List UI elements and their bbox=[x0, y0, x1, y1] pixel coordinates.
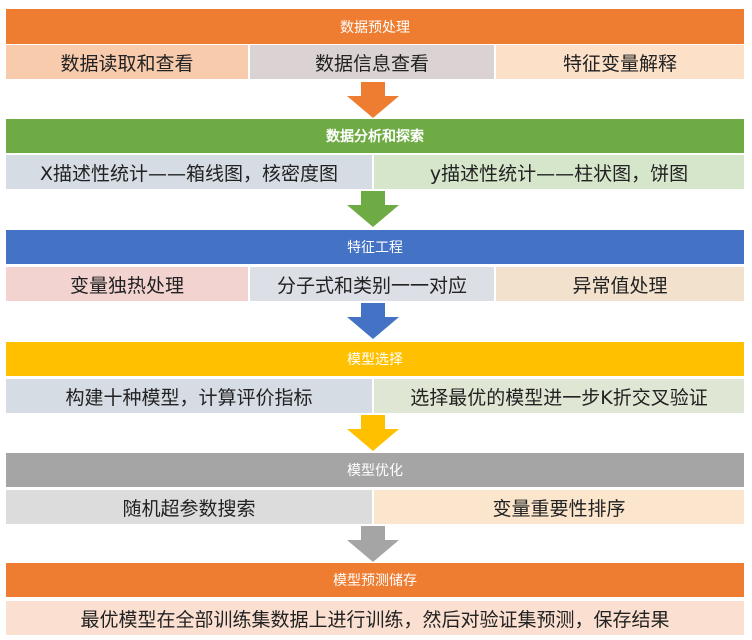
down-arrow-icon bbox=[347, 82, 399, 118]
stage-header-model-selection: 模型选择 bbox=[6, 342, 744, 376]
step-box: 选择最优的模型进一步K折交叉验证 bbox=[374, 379, 744, 413]
stage-header-analysis: 数据分析和探索 bbox=[6, 119, 744, 153]
step-box: 特征变量解释 bbox=[496, 45, 744, 79]
stage-row-prediction-storage: 最优模型在全部训练集数据上进行训练，然后对验证集预测，保存结果 bbox=[6, 601, 744, 635]
step-box: X描述性统计——箱线图，核密度图 bbox=[6, 155, 374, 189]
stage-header-preprocessing: 数据预处理 bbox=[6, 9, 744, 44]
step-box: 异常值处理 bbox=[496, 267, 744, 301]
stage-header-feature-engineering: 特征工程 bbox=[6, 230, 744, 264]
step-box: 构建十种模型，计算评价指标 bbox=[6, 379, 374, 413]
stage-row-model-optimization: 随机超参数搜索 变量重要性排序 bbox=[6, 490, 744, 524]
step-box: y描述性统计——柱状图，饼图 bbox=[374, 155, 744, 189]
down-arrow-icon bbox=[347, 526, 399, 562]
step-box: 分子式和类别一一对应 bbox=[250, 267, 496, 301]
stage-row-preprocessing: 数据读取和查看 数据信息查看 特征变量解释 bbox=[6, 45, 744, 79]
step-box: 最优模型在全部训练集数据上进行训练，然后对验证集预测，保存结果 bbox=[6, 601, 744, 635]
down-arrow-icon bbox=[347, 191, 399, 227]
stage-row-model-selection: 构建十种模型，计算评价指标 选择最优的模型进一步K折交叉验证 bbox=[6, 379, 744, 413]
stage-header-prediction-storage: 模型预测储存 bbox=[6, 563, 744, 597]
down-arrow-icon bbox=[347, 415, 399, 451]
step-box: 数据信息查看 bbox=[250, 45, 496, 79]
stage-row-feature-engineering: 变量独热处理 分子式和类别一一对应 异常值处理 bbox=[6, 267, 744, 301]
stage-header-model-optimization: 模型优化 bbox=[6, 453, 744, 487]
step-box: 变量独热处理 bbox=[6, 267, 250, 301]
down-arrow-icon bbox=[347, 303, 399, 339]
step-box: 随机超参数搜索 bbox=[6, 490, 374, 524]
stage-row-analysis: X描述性统计——箱线图，核密度图 y描述性统计——柱状图，饼图 bbox=[6, 155, 744, 189]
step-box: 变量重要性排序 bbox=[374, 490, 744, 524]
step-box: 数据读取和查看 bbox=[6, 45, 250, 79]
